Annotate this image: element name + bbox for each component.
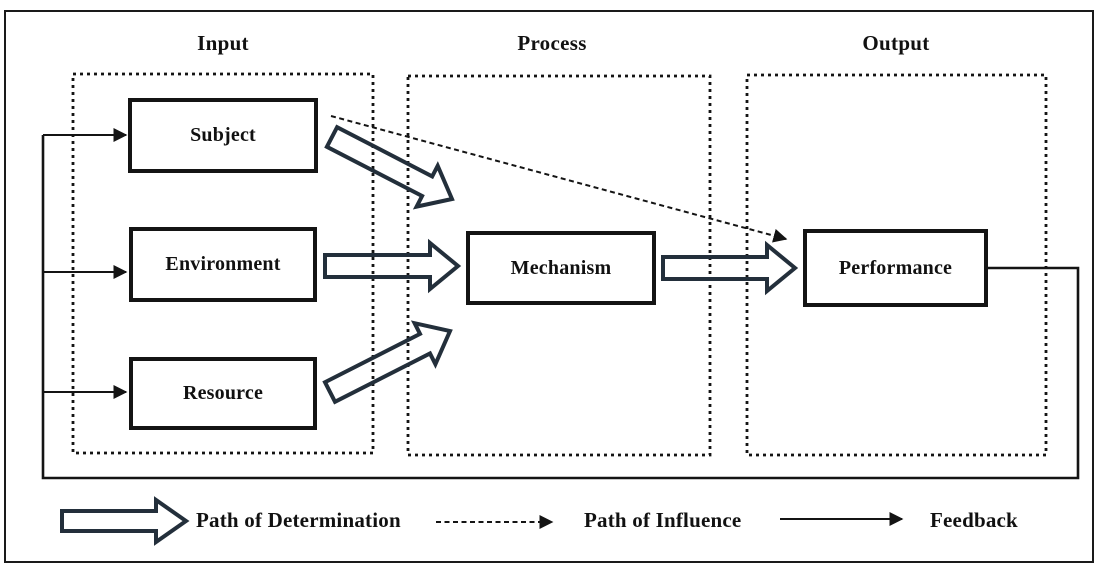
node-resource-label: Resource (182, 382, 264, 404)
node-performance: Performance (803, 229, 988, 307)
node-environment-label: Environment (165, 253, 281, 275)
outer-border (4, 10, 1094, 563)
node-environment: Environment (129, 227, 317, 302)
column-header-output: Output (862, 31, 930, 55)
node-mechanism-label: Mechanism (510, 256, 612, 279)
legend-label-feedback: Feedback (930, 508, 1018, 532)
legend-label-determination: Path of Determination (196, 508, 401, 532)
node-resource: Resource (129, 357, 317, 430)
column-header-process: Process (517, 31, 587, 55)
node-subject: Subject (128, 98, 318, 173)
node-mechanism: Mechanism (466, 231, 656, 305)
legend-label-influence: Path of Influence (584, 508, 742, 532)
node-subject-label: Subject (190, 124, 256, 146)
node-performance-label: Performance (838, 256, 953, 279)
column-header-input: Input (197, 31, 249, 55)
